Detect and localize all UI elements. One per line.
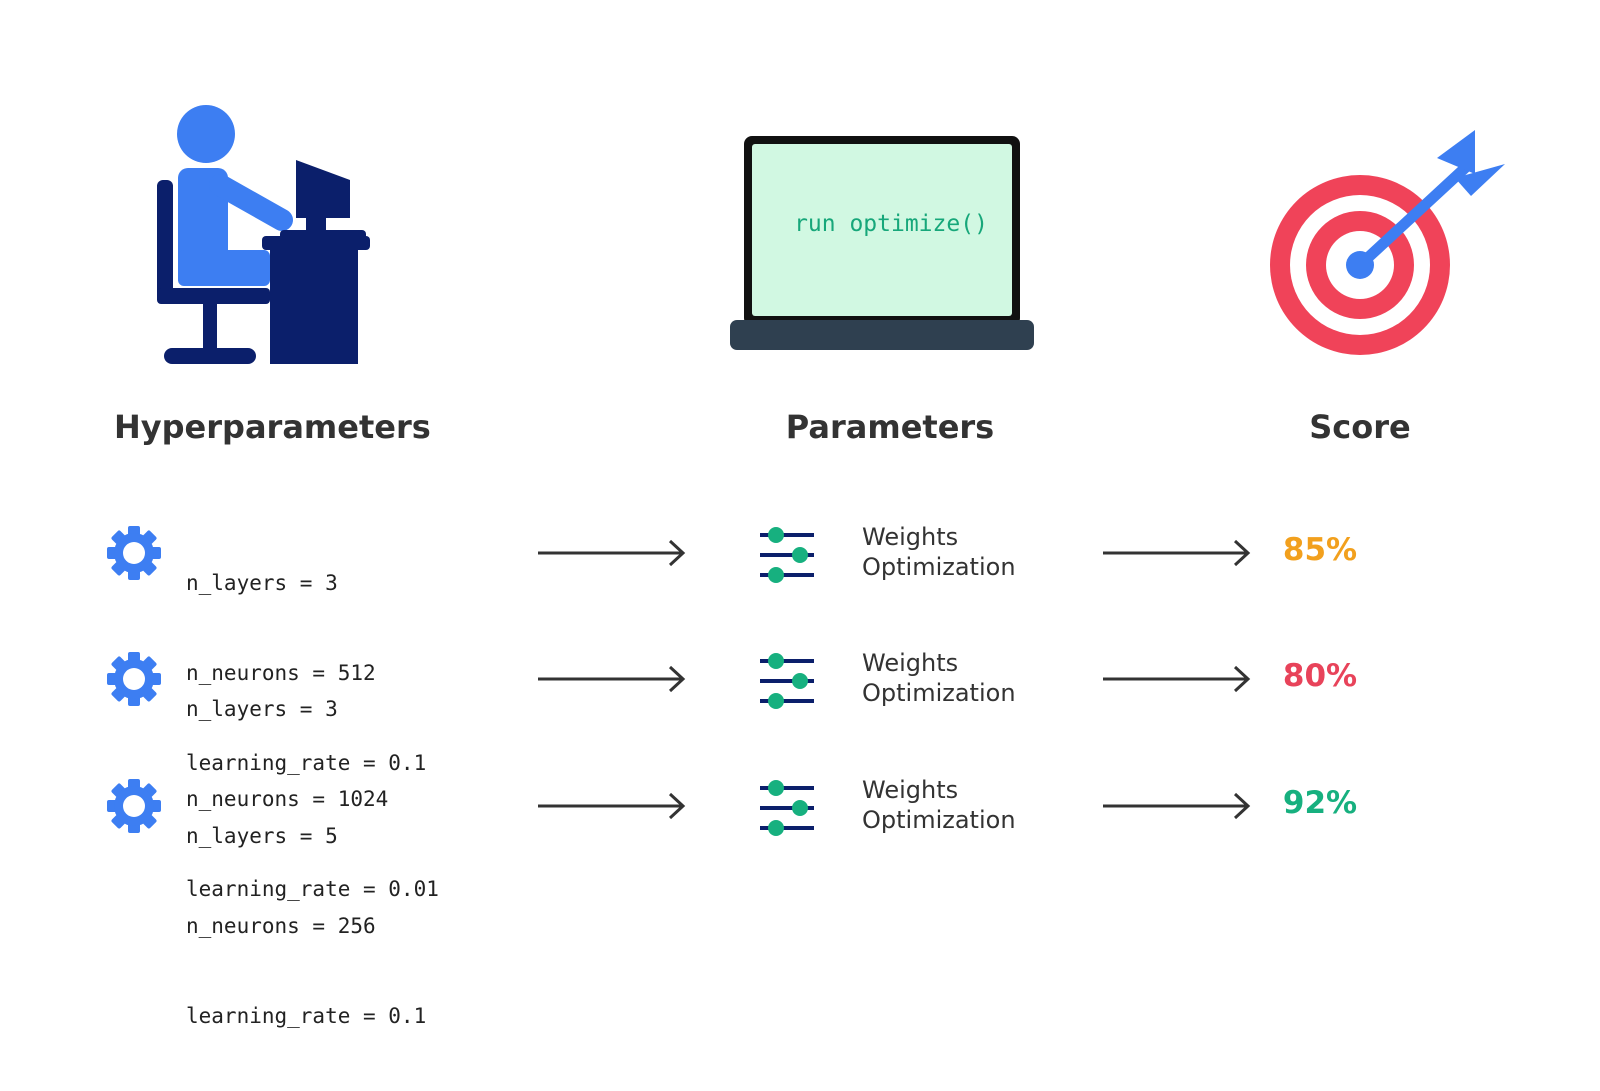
arrow-right-icon (538, 539, 686, 567)
sliders-icon (760, 527, 814, 583)
arrow-right-icon (1103, 792, 1251, 820)
n-layers-line: n_layers = 3 (186, 571, 338, 595)
score-value: 85% (1282, 532, 1358, 568)
parameters-title: Parameters (785, 408, 995, 446)
gear-icon (107, 779, 161, 833)
n-neurons-line: n_neurons = 256 (186, 914, 376, 938)
gear-icon (107, 526, 161, 580)
sliders-icon (760, 780, 814, 836)
hyperparameters-title: Hyperparameters (114, 408, 431, 446)
score-value: 92% (1282, 785, 1358, 821)
n-layers-line: n_layers = 3 (186, 697, 338, 721)
hyperparameter-list: n_layers = 3 n_neurons = 512 learning_ra… (186, 508, 426, 838)
score-title: Score (1309, 408, 1411, 446)
weights-optimization-label: Weights Optimization (862, 649, 1016, 707)
learning-rate-line: learning_rate = 0.1 (186, 1004, 427, 1028)
n-layers-line: n_layers = 5 (186, 824, 338, 848)
arrow-right-icon (1103, 665, 1251, 693)
arrow-right-icon (538, 665, 686, 693)
sliders-icon (760, 653, 814, 709)
person-at-desk-icon (157, 105, 370, 364)
learning-rate-line: learning_rate = 0.01 (186, 877, 439, 901)
learning-rate-line: learning_rate = 0.1 (186, 751, 427, 775)
laptop-icon (730, 136, 1034, 350)
weights-optimization-label: Weights Optimization (862, 523, 1016, 581)
n-neurons-line: n_neurons = 1024 (186, 787, 389, 811)
laptop-code-text: run optimize() (794, 211, 988, 237)
hyperparameter-list: n_layers = 5 n_neurons = 256 learning_ra… (186, 761, 426, 1091)
weights-optimization-label: Weights Optimization (862, 776, 1016, 834)
arrow-right-icon (538, 792, 686, 820)
arrow-right-icon (1103, 539, 1251, 567)
target-icon (1270, 130, 1505, 355)
gear-icon (107, 652, 161, 706)
score-value: 80% (1282, 658, 1358, 694)
hyperparameter-list: n_layers = 3 n_neurons = 1024 learning_r… (186, 634, 439, 964)
n-neurons-line: n_neurons = 512 (186, 661, 376, 685)
